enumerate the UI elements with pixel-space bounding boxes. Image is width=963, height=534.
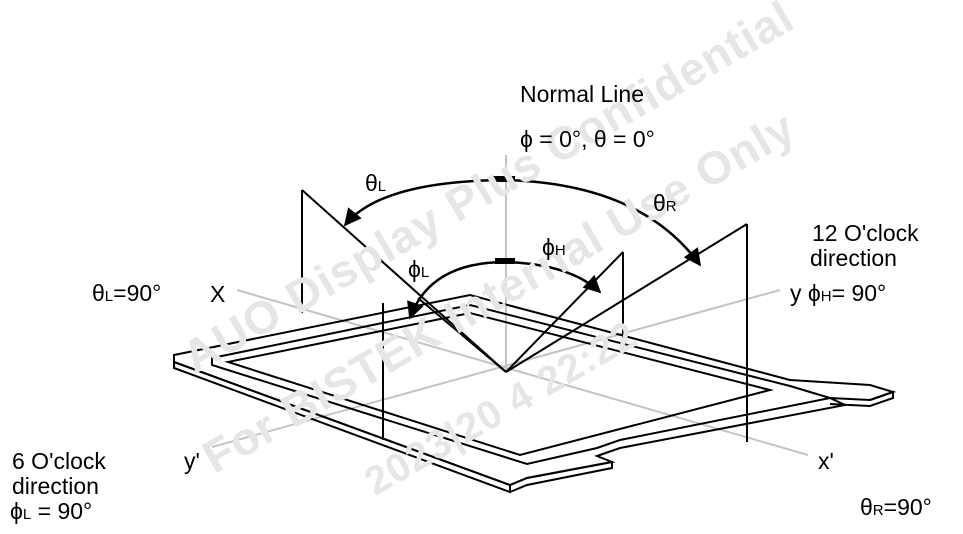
phi-h-symbol: ϕ: [542, 234, 555, 260]
phi-h-subscript: H: [554, 242, 566, 259]
right-angle-value: = 90°: [831, 280, 887, 306]
right-angle-subscript: H: [820, 288, 832, 305]
panel-frame: [173, 293, 897, 494]
left-angle-subscript: L: [104, 288, 114, 305]
six-angle-symbol: ϕ: [10, 498, 23, 524]
left-angle-symbol: θ: [92, 280, 105, 306]
phi-l-subscript: L: [420, 264, 430, 281]
theta-r-subscript: R: [665, 198, 677, 215]
theta-l-label: θL: [365, 172, 386, 195]
theta-l-subscript: L: [377, 178, 387, 195]
six-oclock-line1: 6 O'clock: [12, 448, 106, 474]
six-angle-label: ϕL = 90°: [10, 500, 92, 523]
normal-line-label: Normal Line: [520, 81, 644, 107]
theta-r-label: θR: [653, 192, 677, 215]
x-axis-line: [236, 289, 809, 456]
normal-angles-label: ϕ = 0°, θ = 0°: [520, 126, 655, 152]
right-angle-label: y ϕH= 90°: [790, 282, 886, 305]
bottom-right-subscript: R: [872, 502, 884, 519]
y-prime-axis-label: y': [184, 448, 200, 474]
phi-l-symbol: ϕ: [408, 256, 421, 282]
theta-r-symbol: θ: [653, 190, 666, 216]
y-axis-line: [211, 289, 781, 448]
left-angle-label: θL=90°: [92, 282, 161, 305]
right-angle-symbol: ϕ: [807, 280, 821, 306]
six-angle-subscript: L: [22, 506, 32, 523]
left-angle-value: =90°: [113, 280, 162, 306]
phi-arc-marker: [495, 258, 515, 264]
theta-l-symbol: θ: [365, 170, 378, 196]
phi-l-label: ϕL: [408, 258, 429, 281]
theta-arc-marker: [493, 176, 515, 182]
six-angle-value: = 90°: [37, 498, 93, 524]
cone-lines: [301, 189, 748, 442]
phi-h-label: ϕH: [542, 236, 566, 259]
y-axis-label: y: [790, 280, 802, 306]
bottom-right-value: =90°: [883, 494, 932, 520]
bottom-right-angle-label: θR=90°: [860, 496, 932, 519]
twelve-oclock-line1: 12 O'clock: [812, 220, 919, 246]
twelve-oclock-line2: direction: [810, 245, 897, 271]
bottom-right-symbol: θ: [860, 494, 873, 520]
x-prime-axis-label: x': [818, 448, 834, 474]
x-axis-label: X: [210, 281, 226, 307]
six-oclock-line2: direction: [12, 473, 99, 499]
